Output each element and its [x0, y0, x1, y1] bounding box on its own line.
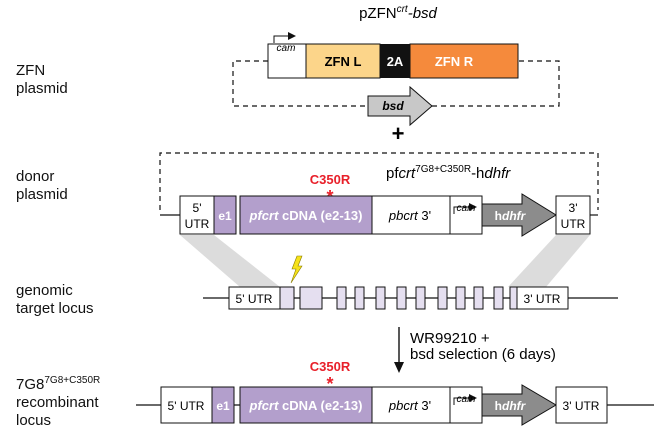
donor-utr5-line2: UTR: [185, 217, 210, 231]
genomic-exon: [299, 286, 323, 310]
genomic-utr5-label: 5' UTR: [236, 292, 273, 306]
selection-line1: WR99210 +: [410, 330, 490, 347]
donor-plasmid-backbone: [159, 152, 599, 210]
donor-pbcrt-box: [371, 195, 451, 235]
recombinant-hdhfr-arrow: [481, 384, 557, 426]
genomic-exon: [437, 286, 448, 310]
recombinant-mutation-asterisk: *: [326, 374, 333, 394]
genomic-exon: [509, 286, 518, 310]
genomic-exon: [354, 286, 365, 310]
recombinant-cam-label: cam: [457, 394, 476, 405]
cut-site-lightning-icon: [290, 255, 303, 284]
donor-utr3-box: [555, 195, 591, 235]
genomic-label-line1: genomic: [16, 282, 73, 299]
zfn-plasmid-title: pZFNcrt-bsd: [359, 4, 437, 22]
donor-cam-promoter-box: [449, 195, 483, 235]
zfn-right-block: [409, 43, 519, 79]
zfn-label-line2: plasmid: [16, 80, 68, 97]
donor-plasmid-title: pfcrt7G8+C350R-hdhfr: [386, 164, 511, 182]
genomic-exon: [396, 286, 407, 310]
donor-cdna-box: [239, 195, 373, 235]
zfn-plasmid-backbone: [232, 60, 560, 107]
genomic-exon: [375, 286, 386, 310]
recombinant-cdna-box: [239, 386, 373, 424]
bsd-marker-label: bsd: [382, 99, 404, 113]
recombinant-hdhfr-label: hdhfr: [495, 399, 527, 413]
plus-sign: +: [392, 121, 405, 146]
homology-arm-5prime: [180, 235, 280, 287]
donor-exon1-box: [213, 195, 237, 235]
genomic-exon: [455, 286, 466, 310]
recombinant-strain-label: 7G87G8+C350R: [16, 375, 101, 393]
homology-arm-3prime: [508, 235, 590, 287]
donor-utr3-line2: UTR: [561, 217, 586, 231]
genomic-utr3-box: [516, 286, 569, 310]
recombinant-utr5-label: 5' UTR: [168, 399, 205, 413]
donor-cam-promoter-arrow: [453, 203, 477, 214]
genomic-locus-label: genomic target locus: [16, 282, 94, 318]
zfn-cam-promoter-arrow: [273, 32, 296, 43]
linker-2a-label: 2A: [387, 54, 404, 69]
genomic-exon: [473, 286, 484, 310]
zfn-left-label: ZFN L: [325, 54, 362, 69]
recombinant-cdna-label: pfcrt cDNA (e2-13): [249, 398, 363, 413]
donor-hdhfr-arrow: [481, 193, 557, 237]
bsd-marker-arrow: [367, 85, 433, 127]
donor-label-line1: donor: [16, 168, 55, 185]
genomic-exon: [415, 286, 426, 310]
donor-exon1-label: e1: [218, 209, 232, 223]
donor-label-line2: plasmid: [16, 186, 68, 203]
recombinant-locus-label: 7G87G8+C350R recombinant locus: [16, 372, 100, 430]
donor-cdna-label: pfcrt cDNA (e2-13): [249, 208, 363, 223]
donor-plasmid-label: donor plasmid: [16, 168, 68, 204]
selection-arrow-head: [394, 362, 404, 373]
donor-utr3-line1: 3': [569, 201, 578, 215]
recombinant-utr3-box: [555, 386, 608, 424]
donor-mutation-label: C350R: [310, 172, 351, 187]
recombinant-label-line2: locus: [16, 412, 52, 429]
recombinant-utr5-box: [160, 386, 213, 424]
genomic-exon: [336, 286, 347, 310]
linker-2a-block: [380, 44, 410, 78]
recombinant-mutation-label: C350R: [310, 359, 351, 374]
recombinant-exon1-box: [211, 386, 235, 424]
genomic-label-line2: target locus: [16, 300, 94, 317]
genomic-exon: [493, 286, 504, 310]
recombinant-pbcrt-label: pbcrt 3': [388, 398, 431, 413]
recombinant-label-line1: recombinant: [16, 394, 99, 411]
recombinant-cam-promoter-box: [449, 386, 483, 424]
donor-cam-label: cam: [457, 203, 476, 214]
zfn-cam-label: cam: [277, 43, 296, 54]
zfn-right-label: ZFN R: [435, 54, 474, 69]
genomic-utr3-label: 3' UTR: [524, 292, 561, 306]
recombinant-utr3-label: 3' UTR: [563, 399, 600, 413]
donor-utr5-line1: 5': [193, 201, 202, 215]
recombinant-cam-promoter-arrow: [453, 394, 477, 405]
genomic-exon: [279, 286, 295, 310]
donor-title-mask: [385, 163, 575, 183]
zfn-plasmid-label: ZFN plasmid: [16, 62, 68, 98]
recombinant-exon1-label: e1: [216, 399, 230, 413]
donor-pbcrt-label: pbcrt 3': [388, 208, 431, 223]
zfn-label-line1: ZFN: [16, 62, 46, 79]
donor-hdhfr-label: hdhfr: [495, 209, 527, 223]
selection-line2: bsd selection (6 days): [410, 346, 556, 363]
